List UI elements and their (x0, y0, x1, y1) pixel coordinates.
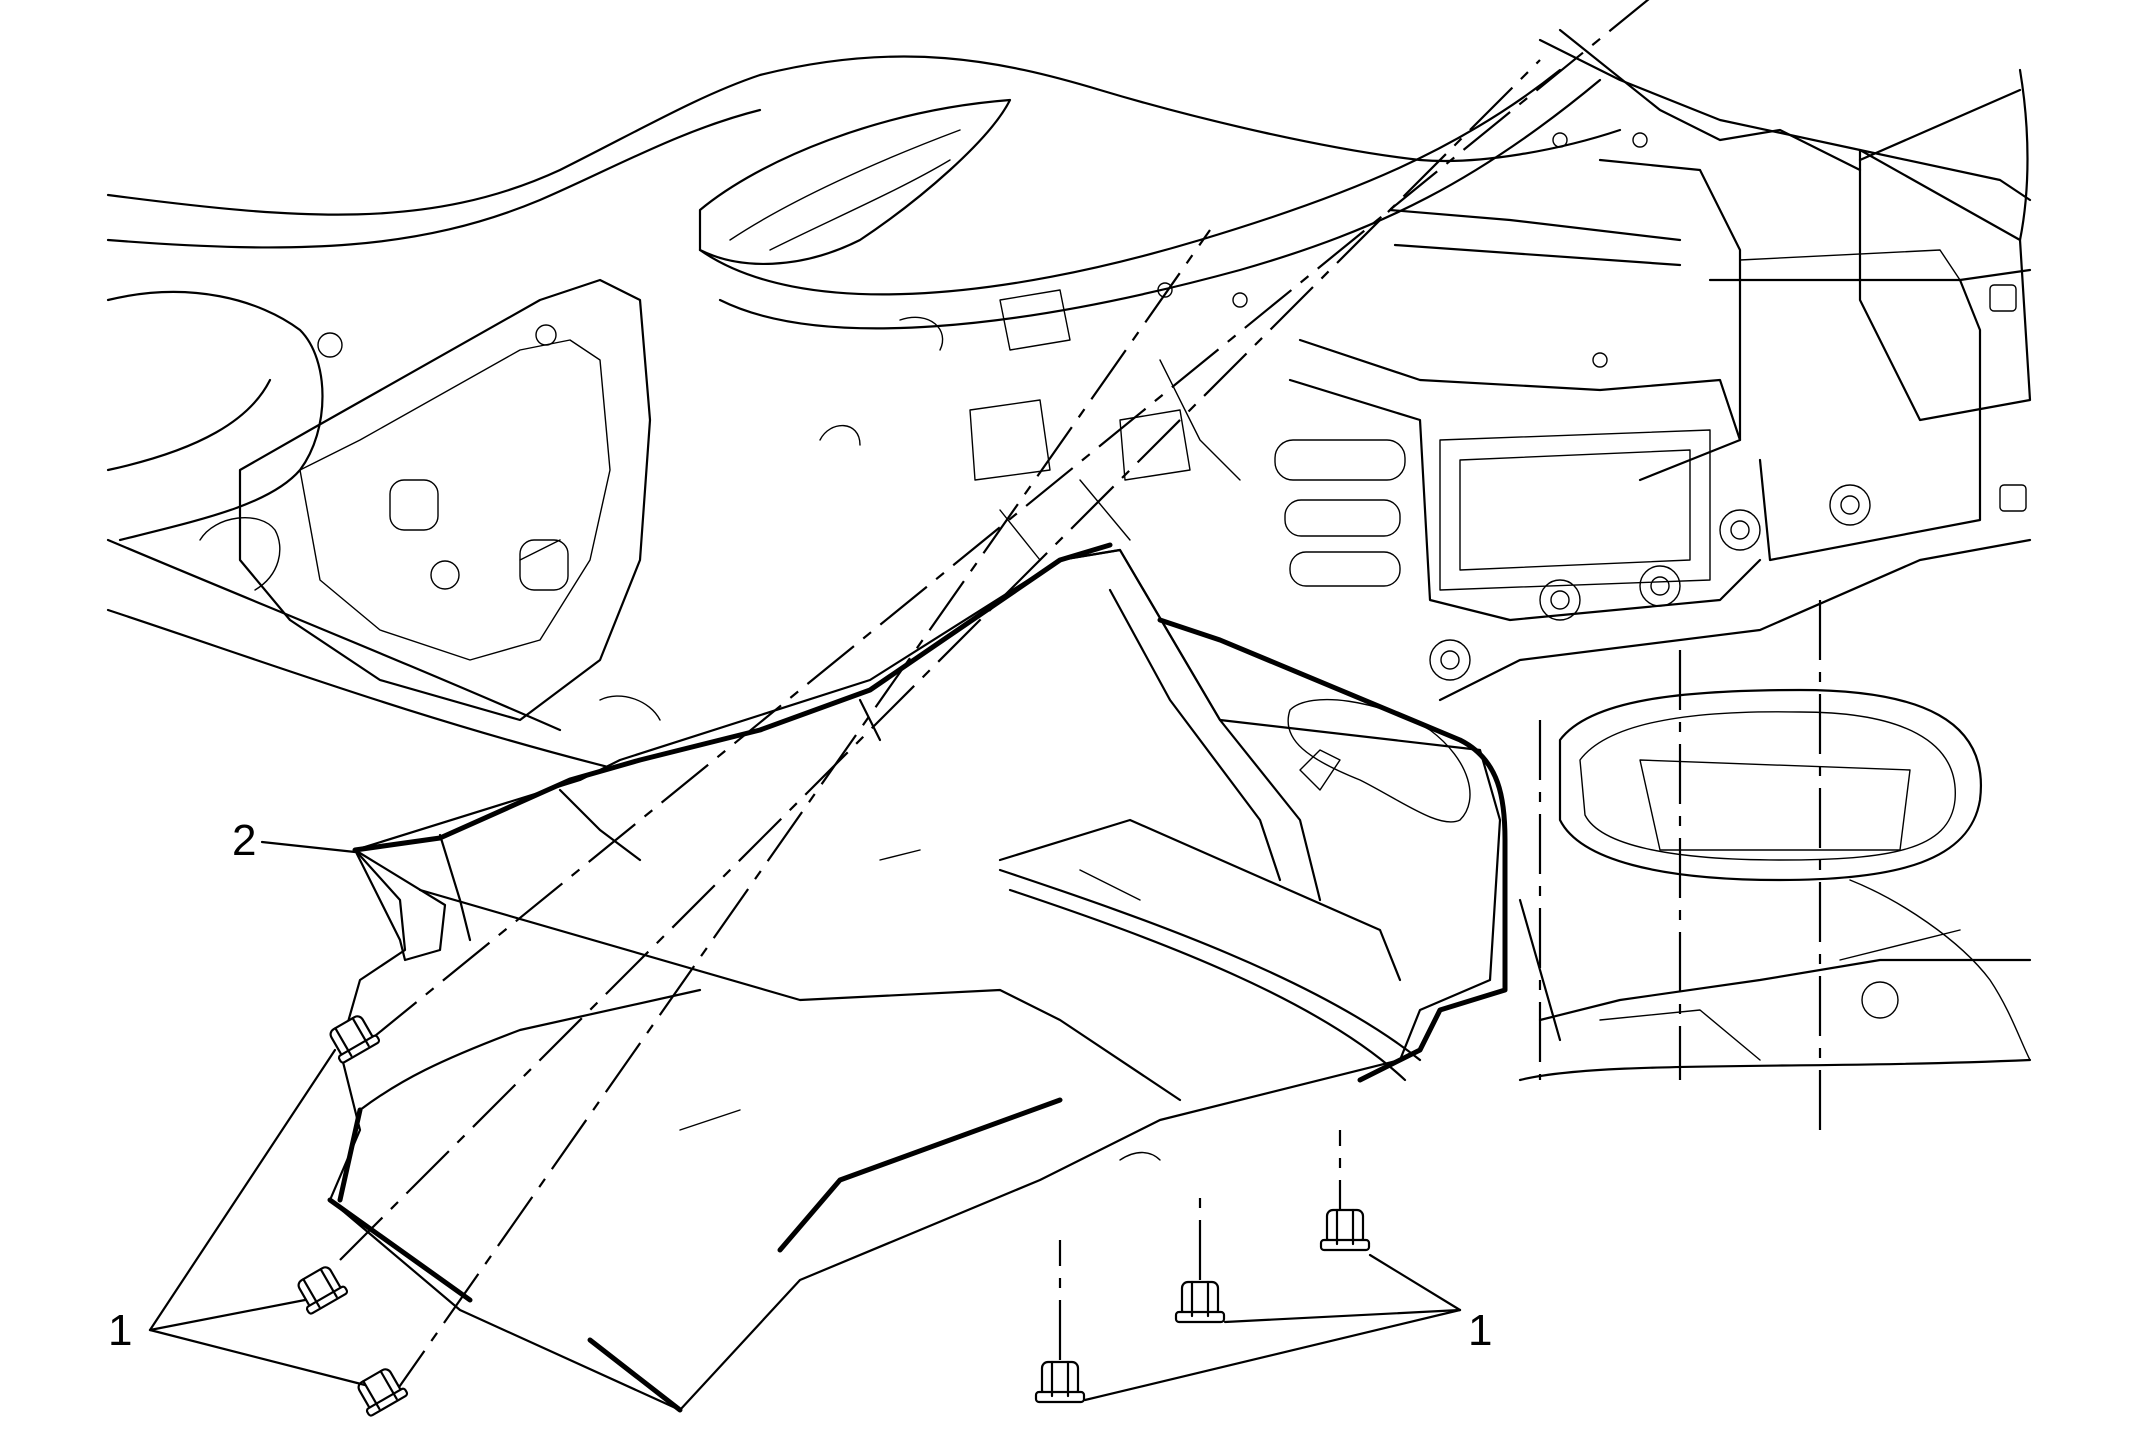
alignment-lines (339, 0, 1822, 1401)
bolt-icon (329, 1015, 381, 1064)
trim-panel (327, 539, 1508, 1413)
bolt-icon (357, 1368, 409, 1417)
leader-lines (148, 840, 1462, 1402)
callout-fasteners-left: 1 (108, 1306, 132, 1355)
bolt-icon (1174, 1280, 1226, 1324)
bolt-icon (1319, 1208, 1371, 1252)
bolt-icon (1034, 1360, 1086, 1404)
callout-trim-panel: 2 (232, 816, 256, 865)
callout-fasteners-right: 1 (1468, 1306, 1492, 1355)
bolt-icon (297, 1266, 349, 1315)
vehicle-structure (106, 28, 2032, 1082)
